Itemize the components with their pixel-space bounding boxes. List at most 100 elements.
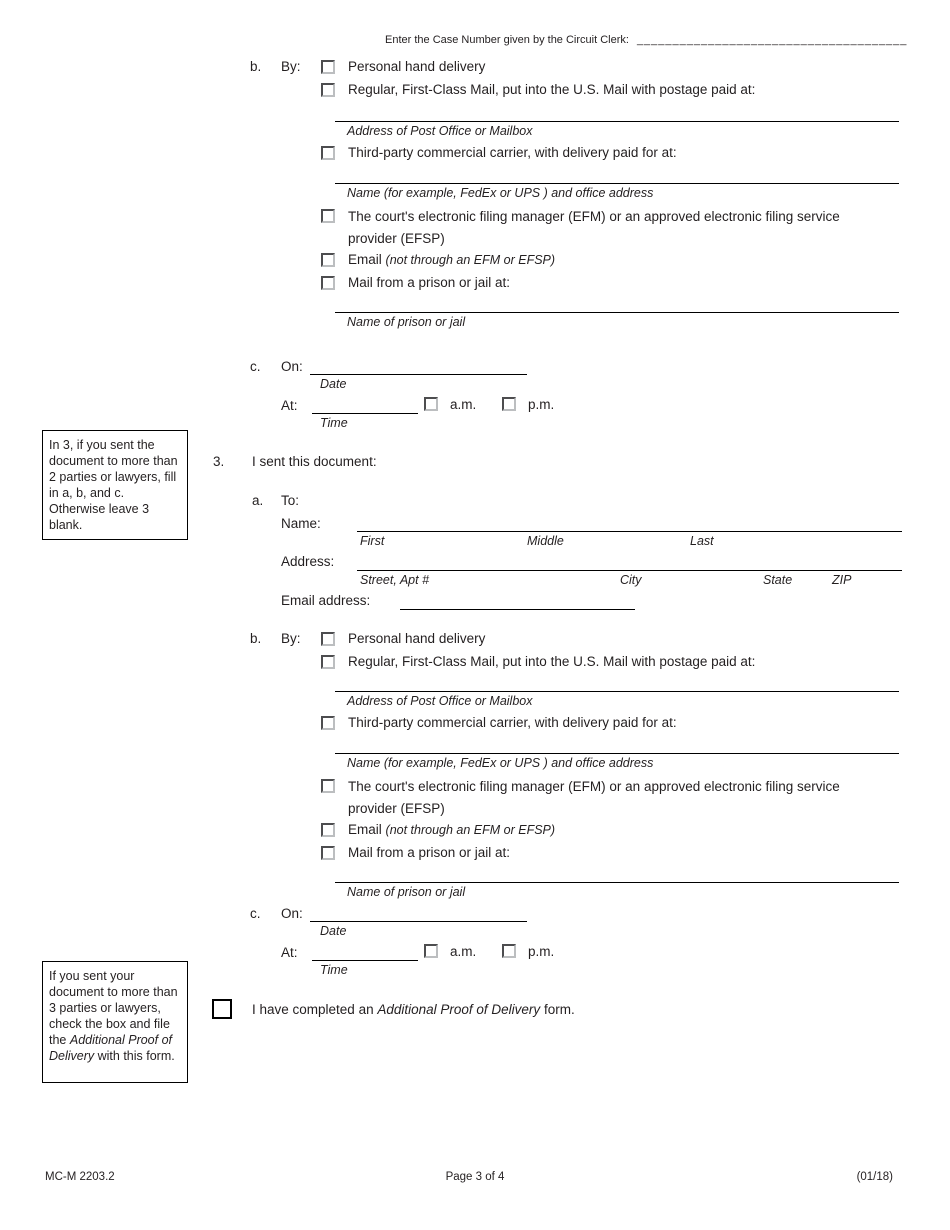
pm-checkbox[interactable]	[502, 397, 516, 411]
prison-mail-checkbox[interactable]	[321, 276, 335, 290]
efm-checkbox[interactable]	[321, 209, 335, 223]
regular-mail-label-2: Regular, First-Class Mail, put into the …	[348, 654, 756, 669]
note2-post: with this form.	[94, 1049, 175, 1063]
regular-mail-checkbox[interactable]	[321, 83, 335, 97]
prison-name-caption: Name of prison or jail	[347, 315, 466, 329]
post-office-address-field-line[interactable]	[335, 121, 899, 122]
am-checkbox[interactable]	[424, 397, 438, 411]
prison-name-field-line-2[interactable]	[335, 882, 899, 883]
email-checkbox[interactable]	[321, 253, 335, 267]
last-caption: Last	[690, 534, 714, 548]
carrier-name-field-line[interactable]	[335, 183, 899, 184]
middle-caption: Middle	[527, 534, 564, 548]
option-email-2: Email (not through an EFM or EFSP)	[321, 822, 556, 839]
date-caption-2: Date	[320, 924, 347, 938]
item-b-label: b.	[250, 59, 262, 74]
email-address-field-line[interactable]	[400, 609, 635, 610]
prison-mail-checkbox-2[interactable]	[321, 846, 335, 860]
address-field-line[interactable]	[357, 570, 902, 571]
item-a-label: a.	[252, 493, 264, 508]
email-checkbox-2[interactable]	[321, 823, 335, 837]
prison-mail-label: Mail from a prison or jail at:	[348, 275, 511, 290]
additional-proof-checkbox[interactable]	[212, 999, 232, 1019]
city-caption: City	[620, 573, 642, 587]
first-caption: First	[360, 534, 385, 548]
option-efm: The court's electronic filing manager (E…	[321, 209, 868, 250]
email-label-2: Email	[348, 822, 382, 837]
item-c2-label: c.	[250, 906, 261, 921]
personal-delivery-checkbox-2[interactable]	[321, 632, 335, 646]
by2-label: By:	[281, 631, 301, 646]
option-regular-mail: Regular, First-Class Mail, put into the …	[321, 82, 755, 98]
efm-label: The court's electronic filing manager (E…	[348, 209, 840, 246]
email-note-2: (not through an EFM or EFSP)	[385, 823, 556, 837]
item-b2-label: b.	[250, 631, 262, 646]
zip-caption: ZIP	[832, 573, 852, 587]
footer-page-number: Page 3 of 4	[445, 1171, 505, 1183]
on2-label: On:	[281, 906, 303, 921]
item-c-label: c.	[250, 359, 261, 374]
personal-delivery-label-2: Personal hand delivery	[348, 631, 486, 646]
section3-number: 3.	[213, 454, 225, 469]
by-label: By:	[281, 59, 301, 74]
personal-delivery-label: Personal hand delivery	[348, 59, 486, 74]
personal-delivery-checkbox[interactable]	[321, 60, 335, 74]
note1-text: In 3, if you sent the document to more t…	[49, 438, 178, 532]
am-checkbox-2[interactable]	[424, 944, 438, 958]
third-party-checkbox[interactable]	[321, 146, 335, 160]
regular-mail-checkbox-2[interactable]	[321, 655, 335, 669]
footer-form-number: MC-M 2203.2	[45, 1171, 115, 1183]
name-label: Name:	[281, 516, 321, 531]
email-note: (not through an EFM or EFSP)	[385, 253, 556, 267]
option-regular-mail-2: Regular, First-Class Mail, put into the …	[321, 654, 756, 670]
prison-name-caption-2: Name of prison or jail	[347, 885, 466, 899]
case-number-field[interactable]: ______________________________________	[636, 34, 908, 46]
name-field-line[interactable]	[357, 531, 902, 532]
case-number-label: Enter the Case Number given by the Circu…	[385, 34, 629, 46]
carrier-name-caption-2: Name (for example, FedEx or UPS ) and of…	[347, 756, 654, 770]
email-label: Email	[348, 252, 382, 267]
option-efm-2: The court's electronic filing manager (E…	[321, 779, 868, 820]
third-party-checkbox-2[interactable]	[321, 716, 335, 730]
date-field-line-2[interactable]	[310, 921, 527, 922]
additional-proof-italic: Additional Proof of Delivery	[377, 1002, 541, 1017]
date-field-line[interactable]	[310, 374, 527, 375]
third-party-label: Third-party commercial carrier, with del…	[348, 145, 677, 160]
pm-checkbox-2[interactable]	[502, 944, 516, 958]
option-third-party-2: Third-party commercial carrier, with del…	[321, 715, 677, 731]
carrier-name-caption: Name (for example, FedEx or UPS ) and of…	[347, 186, 654, 200]
option-third-party: Third-party commercial carrier, with del…	[321, 145, 677, 161]
on-label: On:	[281, 359, 303, 374]
at2-label: At:	[281, 945, 298, 960]
time-caption-2: Time	[320, 963, 348, 977]
prison-name-field-line[interactable]	[335, 312, 899, 313]
efm-checkbox-2[interactable]	[321, 779, 335, 793]
date-caption: Date	[320, 377, 347, 391]
additional-proof-label: I have completed an Additional Proof of …	[252, 1001, 575, 1018]
case-number-header: Enter the Case Number given by the Circu…	[385, 33, 907, 47]
address-label: Address:	[281, 554, 335, 569]
post-office-address-caption-2: Address of Post Office or Mailbox	[347, 694, 533, 708]
additional-proof-post: form.	[540, 1002, 575, 1017]
email-address-label: Email address:	[281, 593, 371, 608]
street-caption: Street, Apt #	[360, 573, 430, 587]
note2-pre: If you sent your document to more than 3…	[49, 969, 178, 1047]
time-field-line-2[interactable]	[312, 960, 418, 961]
carrier-name-field-line-2[interactable]	[335, 753, 899, 754]
option-email: Email (not through an EFM or EFSP)	[321, 252, 556, 269]
note-additional-proof: If you sent your document to more than 3…	[42, 961, 188, 1083]
post-office-address-field-line-2[interactable]	[335, 691, 899, 692]
section3-title: I sent this document:	[252, 454, 377, 469]
prison-mail-label-2: Mail from a prison or jail at:	[348, 845, 511, 860]
state-caption: State	[763, 573, 793, 587]
to-label: To:	[281, 493, 300, 508]
time-caption: Time	[320, 416, 348, 430]
efm-label-2: The court's electronic filing manager (E…	[348, 779, 840, 816]
note-section3-instructions: In 3, if you sent the document to more t…	[42, 430, 188, 540]
time-field-line[interactable]	[312, 413, 418, 414]
option-personal-delivery: Personal hand delivery	[321, 59, 486, 75]
additional-proof-pre: I have completed an	[252, 1002, 378, 1017]
am-label: a.m.	[450, 397, 477, 412]
option-personal-delivery-2: Personal hand delivery	[321, 631, 486, 647]
